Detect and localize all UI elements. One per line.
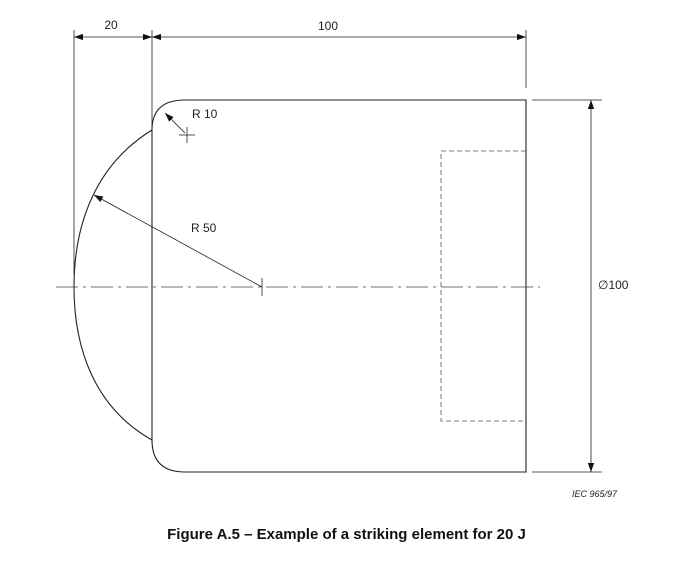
dimension-label-100: 100 xyxy=(318,19,338,33)
hidden-recess xyxy=(440,150,526,422)
radius-label-r50: R 50 xyxy=(191,221,217,235)
radius-label-r10: R 10 xyxy=(192,107,218,121)
diameter-label: ∅100 xyxy=(598,278,629,292)
figure-caption: Figure A.5 – Example of a striking eleme… xyxy=(167,526,526,543)
body-outline xyxy=(151,99,527,473)
dimension-label-20: 20 xyxy=(104,18,118,32)
leader-line-r50 xyxy=(93,194,263,288)
spherical-face xyxy=(73,129,153,441)
reference-code: IEC 965/97 xyxy=(572,489,618,499)
leader-line-r10 xyxy=(164,112,186,134)
